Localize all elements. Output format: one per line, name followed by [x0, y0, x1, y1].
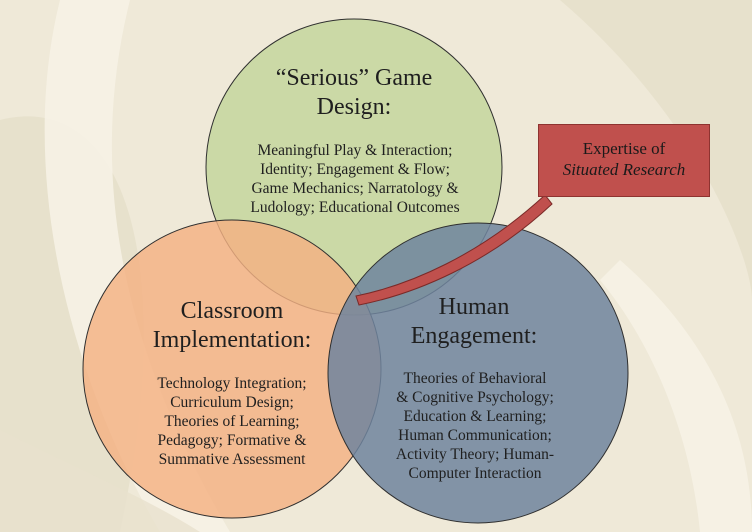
human-engagement-body-line: Education & Learning; [403, 408, 547, 425]
expertise-callout-box: Expertise of Situated Research [538, 124, 710, 197]
game-design-body-line: Ludology; Educational Outcomes [250, 199, 460, 216]
human-engagement-body-line: Computer Interaction [408, 465, 542, 482]
game-design-body-line: Meaningful Play & Interaction; [257, 142, 453, 159]
callout-line-2: Situated Research [562, 160, 686, 179]
classroom-body-line: Pedagogy; Formative & [157, 432, 307, 449]
game-design-body-line: Identity; Engagement & Flow; [260, 161, 450, 178]
classroom-heading-line: Implementation: [152, 327, 312, 353]
callout-connector-arrow [355, 194, 553, 306]
game-design-heading-line: “Serious” Game [275, 65, 433, 91]
classroom-body-line: Theories of Learning; [164, 413, 300, 430]
human-engagement-heading: Human Engagement: [374, 293, 574, 351]
human-engagement-body-line: Human Communication; [398, 427, 552, 444]
game-design-heading-line: Design: [316, 94, 392, 120]
human-engagement-heading-line: Engagement: [410, 323, 538, 349]
human-engagement-body-line: Activity Theory; Human- [395, 446, 555, 463]
classroom-heading-line: Classroom [180, 298, 284, 324]
game-design-body-line: Game Mechanics; Narratology & [251, 180, 459, 197]
game-design-heading: “Serious” Game Design: [244, 64, 464, 122]
circle-human-engagement [327, 222, 629, 524]
game-design-body: Meaningful Play & Interaction; Identity;… [219, 141, 491, 217]
human-engagement-heading-line: Human [438, 294, 510, 320]
classroom-body-line: Summative Assessment [158, 451, 306, 468]
classroom-heading: Classroom Implementation: [122, 297, 342, 355]
human-engagement-body-line: Theories of Behavioral [403, 370, 547, 387]
callout-line-1: Expertise of [582, 139, 666, 158]
human-engagement-body: Theories of Behavioral & Cognitive Psych… [364, 369, 586, 483]
classroom-body-line: Technology Integration; [157, 375, 307, 392]
human-engagement-body-line: & Cognitive Psychology; [396, 389, 554, 406]
classroom-body-line: Curriculum Design; [170, 394, 294, 411]
classroom-body: Technology Integration; Curriculum Desig… [117, 374, 347, 469]
